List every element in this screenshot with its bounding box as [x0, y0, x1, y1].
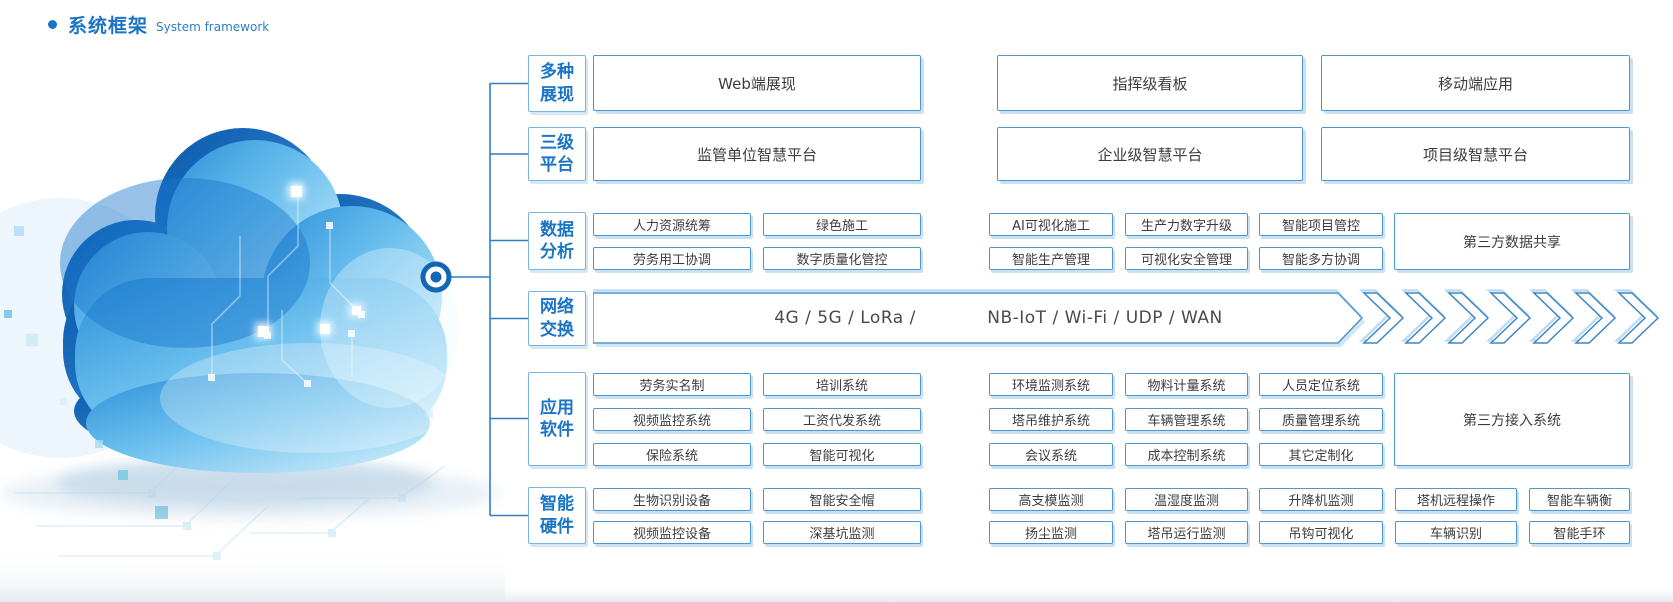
diagram-box: 成本控制系统 [1125, 443, 1248, 466]
diagram-box-third-party-data: 第三方数据共享 [1394, 213, 1630, 270]
level-label-software: 应用软件 [528, 372, 586, 466]
diagram-box: 塔机远程操作 [1395, 488, 1517, 511]
diagram-box: 数字质量化管控 [763, 247, 921, 270]
network-protocols-right: NB-IoT / Wi-Fi / UDP / WAN [987, 308, 1223, 328]
level-label-data-analysis: 数据分析 [528, 212, 586, 270]
diagram-box: 扬尘监测 [989, 521, 1113, 544]
diagram-box: 培训系统 [763, 373, 921, 396]
page-title: 系统框架 System framework [48, 11, 269, 38]
level-label-display: 多种展现 [528, 55, 586, 112]
diagram-box: 高支模监测 [989, 488, 1113, 511]
diagram-box: 生物识别设备 [593, 488, 751, 511]
diagram-box: 深基坑监测 [763, 521, 921, 544]
level-label-platform: 三级平台 [528, 127, 586, 181]
title-zh: 系统框架 [68, 15, 149, 37]
diagram-box: 保险系统 [593, 443, 751, 466]
bottom-fade [0, 588, 1673, 602]
diagram-box: 可视化安全管理 [1125, 247, 1248, 270]
diagram-box: 智能项目管控 [1259, 213, 1383, 236]
diagram-box: 质量管理系统 [1259, 408, 1383, 431]
diagram-box: 智能车辆衡 [1529, 488, 1630, 511]
diagram-box-enterprise-platform: 企业级智慧平台 [997, 127, 1303, 181]
diagram-box: 智能可视化 [763, 443, 921, 466]
diagram-box: 视频监控设备 [593, 521, 751, 544]
diagram-box-third-party-access: 第三方接入系统 [1394, 373, 1630, 466]
diagram-box: 劳务用工协调 [593, 247, 751, 270]
diagram-box: 劳务实名制 [593, 373, 751, 396]
connector-node [420, 261, 452, 293]
diagram-box: 升降机监测 [1259, 488, 1383, 511]
diagram-box: 人员定位系统 [1259, 373, 1383, 396]
network-protocols-left: 4G / 5G / LoRa / [774, 308, 916, 328]
diagram-box: 物料计量系统 [1125, 373, 1248, 396]
diagram-box: 车辆管理系统 [1125, 408, 1248, 431]
diagram-box: 智能安全帽 [763, 488, 921, 511]
diagram-box: 智能生产管理 [989, 247, 1113, 270]
diagram-box: 智能手环 [1529, 521, 1630, 544]
diagram-box: 塔吊维护系统 [989, 408, 1113, 431]
diagram-box: 塔吊运行监测 [1125, 521, 1248, 544]
bullet-icon [48, 20, 57, 29]
level-label-network: 网络交换 [528, 291, 586, 346]
cloud-graphic [0, 128, 505, 602]
diagram-box: 车辆识别 [1395, 521, 1517, 544]
diagram-box-regulator-platform: 监管单位智慧平台 [593, 127, 921, 181]
diagram-box: 绿色施工 [763, 213, 921, 236]
diagram-box: 温湿度监测 [1125, 488, 1248, 511]
diagram-box: 视频监控系统 [593, 408, 751, 431]
diagram-box-web-display: Web端展现 [593, 55, 921, 111]
diagram-box: 吊钩可视化 [1259, 521, 1383, 544]
diagram-box: 其它定制化 [1259, 443, 1383, 466]
chevron-arrows [1362, 292, 1660, 344]
diagram-box-project-platform: 项目级智慧平台 [1321, 127, 1630, 181]
diagram-box: 人力资源统筹 [593, 213, 751, 236]
network-band [593, 289, 1660, 347]
diagram-box-command-dashboard: 指挥级看板 [997, 55, 1303, 111]
diagram-box-mobile-app: 移动端应用 [1321, 55, 1630, 111]
diagram-box: AI可视化施工 [989, 213, 1113, 236]
title-en: System framework [156, 19, 270, 34]
diagram-box: 会议系统 [989, 443, 1113, 466]
diagram-box: 智能多方协调 [1259, 247, 1383, 270]
level-label-hardware: 智能硬件 [528, 487, 586, 544]
diagram-box: 工资代发系统 [763, 408, 921, 431]
diagram-box: 环境监测系统 [989, 373, 1113, 396]
diagram-box: 生产力数字升级 [1125, 213, 1248, 236]
